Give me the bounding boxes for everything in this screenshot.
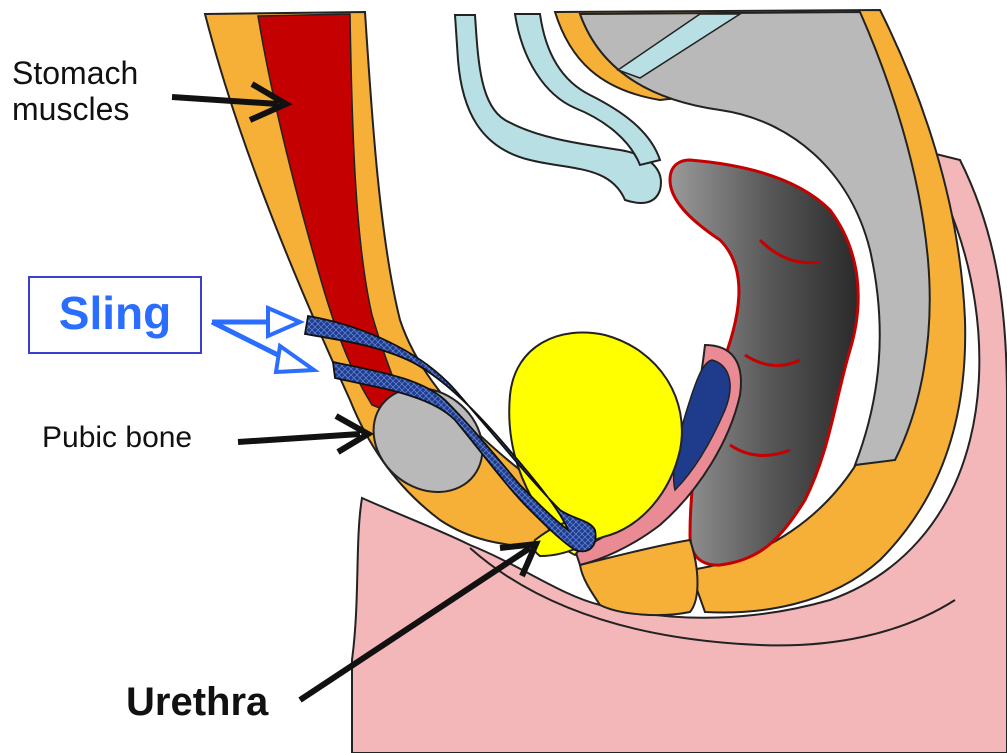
sling-label: Sling xyxy=(30,286,200,340)
pubic-bone-label: Pubic bone xyxy=(42,421,192,455)
stomach-muscles-label-line2: muscles xyxy=(12,92,182,128)
pubic-bone-arrow xyxy=(238,416,368,452)
stomach-muscles-label: Stomach muscles xyxy=(12,56,182,128)
urethra-label: Urethra xyxy=(126,680,268,725)
sling-arrows xyxy=(212,308,314,372)
sling-label-box: Sling xyxy=(28,276,202,354)
stomach-muscles-label-line1: Stomach xyxy=(12,56,182,92)
